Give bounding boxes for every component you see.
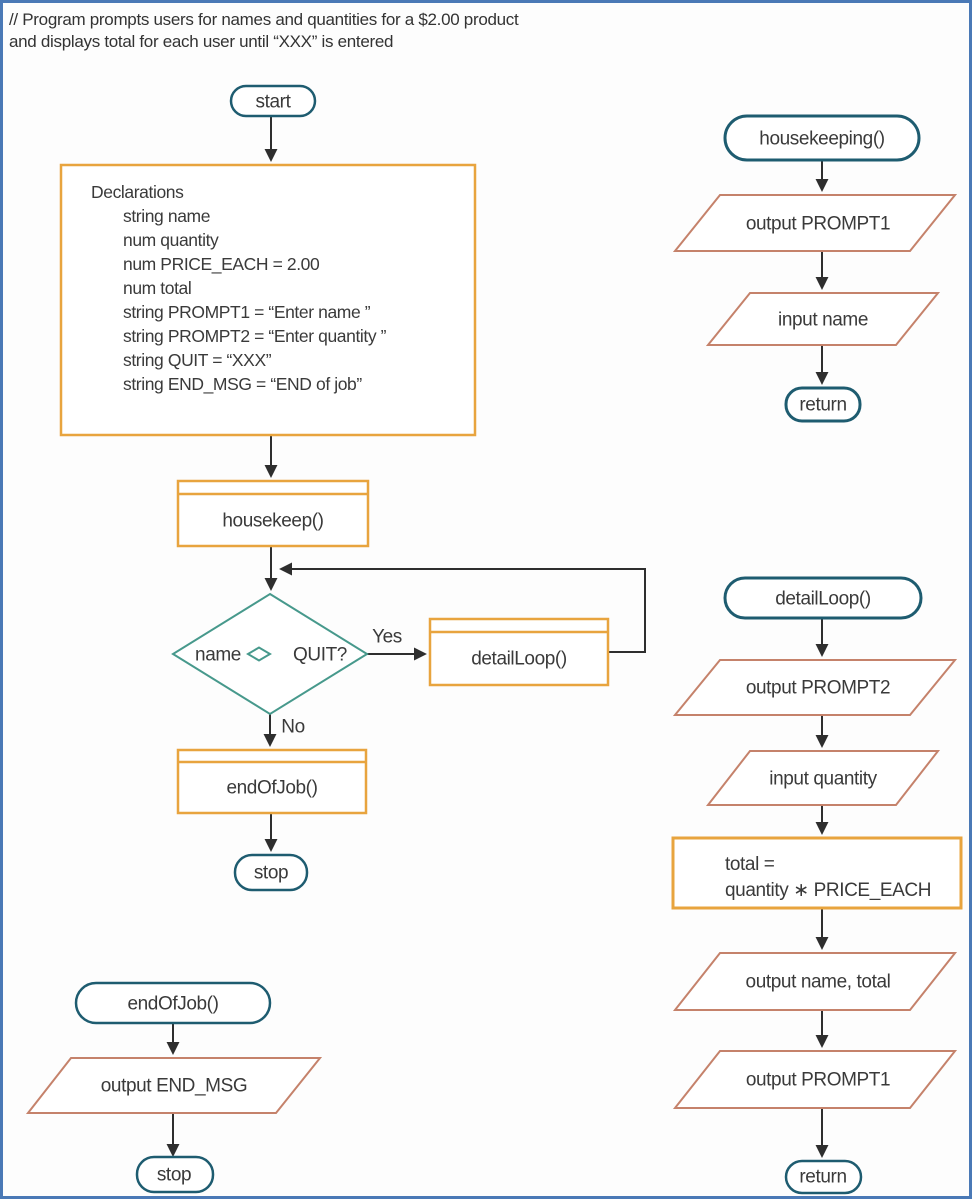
io-output-name-total xyxy=(675,953,955,1010)
stop-terminal-endofjob xyxy=(137,1157,213,1192)
total-line2: quantity ∗ PRICE_EACH xyxy=(725,880,932,901)
output-endmsg-label: output END_MSG xyxy=(100,1075,248,1097)
program-comment-line1: // Program prompts users for names and q… xyxy=(9,10,519,29)
endofjob-title-label: endOfJob() xyxy=(127,993,219,1015)
decision-left-label: name xyxy=(195,644,241,666)
output-name-total-label: output name, total xyxy=(745,971,891,993)
endofjob-call-box xyxy=(178,750,366,813)
start-label: start xyxy=(255,91,291,113)
declaration-line: num quantity xyxy=(123,230,219,250)
io-output-endmsg xyxy=(28,1058,320,1113)
loop-back-line xyxy=(279,562,645,652)
input-quantity-label: input quantity xyxy=(769,768,877,790)
declaration-line: string PROMPT1 = “Enter name ” xyxy=(123,302,371,322)
output-prompt2-label: output PROMPT2 xyxy=(745,677,891,699)
declarations-text: Declarations string name num quantity nu… xyxy=(91,180,386,396)
declaration-line: string END_MSG = “END of job” xyxy=(123,374,362,394)
io-input-quantity xyxy=(708,751,938,805)
io-output-prompt1-second xyxy=(675,1051,955,1108)
declaration-line: num total xyxy=(123,278,192,298)
declarations-title: Declarations xyxy=(91,182,184,202)
no-branch-label: No xyxy=(281,716,305,738)
stop-endofjob-label: stop xyxy=(156,1164,192,1186)
declaration-line: string name xyxy=(123,206,211,226)
declarations-box xyxy=(61,165,475,435)
decision-right-label: QUIT? xyxy=(293,644,347,666)
total-line1: total = xyxy=(725,854,775,875)
endofjob-call-label: endOfJob() xyxy=(226,777,318,799)
not-equal-icon xyxy=(248,648,270,661)
yes-branch-label: Yes xyxy=(372,626,402,648)
return-terminal-detailloop xyxy=(786,1161,861,1193)
housekeep-call-label: housekeep() xyxy=(222,510,324,532)
declaration-line: num PRICE_EACH = 2.00 xyxy=(123,254,320,274)
flowchart-canvas xyxy=(3,3,972,1199)
housekeep-call-box xyxy=(178,481,368,546)
declaration-line: string QUIT = “XXX” xyxy=(123,350,272,370)
detailloop-title-label: detailLoop() xyxy=(775,588,871,610)
total-process-box xyxy=(673,838,961,908)
detailloop-call-box xyxy=(430,619,608,685)
output-prompt1-second-label: output PROMPT1 xyxy=(745,1069,891,1091)
program-comment-line2: and displays total for each user until “… xyxy=(9,32,394,51)
program-comment: // Program prompts users for names and q… xyxy=(9,9,519,53)
total-process-text: total = quantity ∗ PRICE_EACH xyxy=(725,852,931,904)
return-housekeeping-label: return xyxy=(799,394,847,416)
detailloop-call-label: detailLoop() xyxy=(471,648,567,670)
io-output-prompt2 xyxy=(675,660,955,715)
endofjob-terminal xyxy=(76,983,270,1023)
input-name-label: input name xyxy=(777,309,869,331)
stop-main-label: stop xyxy=(253,862,289,884)
detailloop-terminal xyxy=(725,578,921,618)
stop-terminal-main xyxy=(235,855,307,890)
start-terminal xyxy=(231,86,315,116)
io-input-name xyxy=(708,293,938,345)
housekeeping-title-label: housekeeping() xyxy=(759,128,885,150)
io-output-prompt1 xyxy=(675,195,955,251)
housekeeping-terminal xyxy=(725,116,919,160)
declaration-line: string PROMPT2 = “Enter quantity ” xyxy=(123,326,387,346)
return-terminal-housekeeping xyxy=(786,388,860,421)
return-detailloop-label: return xyxy=(799,1166,847,1188)
output-prompt1-label: output PROMPT1 xyxy=(745,213,891,235)
